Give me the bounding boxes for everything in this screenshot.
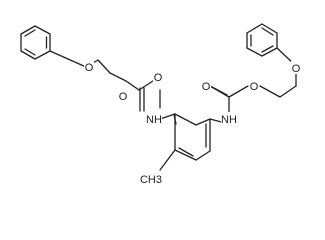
molecule-drawing: O O O NH CH3 NH O O O <box>20 23 301 186</box>
ether-oxygen-right-label: O <box>292 63 301 75</box>
amide-nitrogen-left-label: NH <box>146 114 162 126</box>
left-phenyl-ring <box>20 25 51 60</box>
carbonyl-oxygen-right-label: O <box>202 81 211 93</box>
structure-canvas: O O O NH CH3 NH O O O <box>20 23 301 186</box>
left-carbamate-chain <box>49 50 161 112</box>
central-benzene-ring <box>156 113 230 171</box>
ether-oxygen-left-label: O <box>85 62 94 74</box>
atom-labels: O O O NH CH3 NH O O O <box>84 60 301 186</box>
ester-oxygen-left-label: O <box>119 91 128 103</box>
methyl-label: CH3 <box>140 174 162 186</box>
ester-oxygen-right-label: O <box>250 81 259 93</box>
right-phenyl-ring <box>246 23 278 57</box>
amide-nitrogen-right-label: NH <box>221 114 237 126</box>
carbonyl-oxygen-left-label: O <box>154 72 163 84</box>
